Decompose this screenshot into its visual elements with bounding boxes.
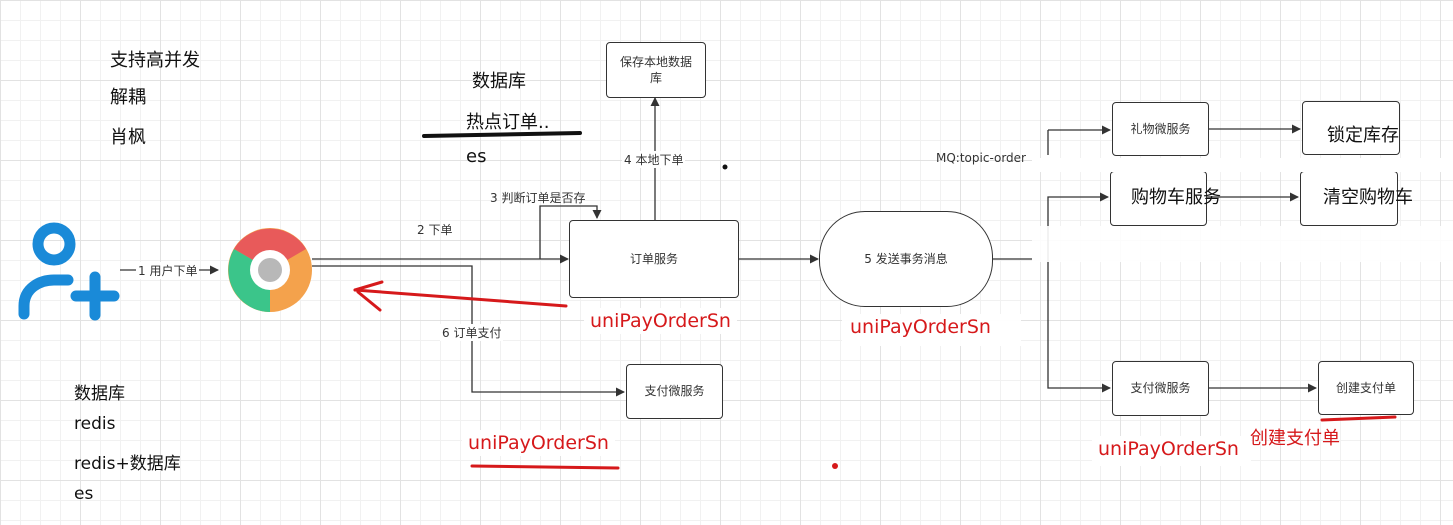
note-bl-db: 数据库 xyxy=(74,384,125,404)
label-order-pay: 6 订单支付 xyxy=(440,324,504,341)
white-patch xyxy=(1032,226,1453,262)
label-mq-topic: MQ:topic-order xyxy=(936,151,1026,165)
chrome-browser-icon xyxy=(226,226,314,314)
order-service-box: 订单服务 xyxy=(569,220,739,298)
label-place-order: 2 下单 xyxy=(417,223,453,237)
label-local-order: 4 本地下单 xyxy=(622,151,686,168)
red-dot xyxy=(832,463,838,469)
note-db-es: es xyxy=(466,146,487,167)
add-user-icon xyxy=(14,222,122,324)
gift-service-box: 礼物微服务 xyxy=(1112,102,1209,156)
cart-service-box: 购物车服务 xyxy=(1110,171,1221,226)
save-local-db-box: 保存本地数据库 xyxy=(606,42,706,98)
lock-stock-box: 锁定库存 xyxy=(1302,101,1400,155)
red-arrow-head-up xyxy=(353,280,384,292)
red-return-arrow xyxy=(353,288,568,308)
label-user-order: 1 用户下单 xyxy=(136,262,200,279)
red-label-bottom-mid: uniPayOrderSn xyxy=(462,430,615,456)
red-underline-bottom xyxy=(470,464,620,470)
note-bl-redis: redis xyxy=(74,414,116,434)
black-dot xyxy=(722,164,728,170)
note-decoupling: 解耦 xyxy=(110,87,146,108)
edge-check-exists xyxy=(539,205,602,259)
note-db-hot-orders: 热点订单.. xyxy=(466,112,550,133)
edge-to-pay xyxy=(1047,262,1111,393)
white-patch xyxy=(1032,158,1453,172)
pay-service-right-box: 支付微服务 xyxy=(1112,361,1209,416)
red-label-under-order: uniPayOrderSn xyxy=(584,308,737,334)
label-check-exists: 3 判断订单是否存 xyxy=(490,191,586,205)
note-high-concurrency: 支持高并发 xyxy=(110,50,200,71)
red-label-create-pay: 创建支付单 xyxy=(1250,428,1340,449)
red-label-under-message: uniPayOrderSn xyxy=(842,314,1021,346)
clear-cart-box: 清空购物车 xyxy=(1300,171,1413,226)
pay-service-left-box: 支付微服务 xyxy=(626,364,723,419)
red-underline-create-pay xyxy=(1320,415,1397,422)
note-author: 肖枫 xyxy=(110,127,146,148)
send-tx-message-box: 5 发送事务消息 xyxy=(819,211,993,307)
red-arrow-head-down xyxy=(356,290,382,312)
note-db-title: 数据库 xyxy=(472,71,526,92)
note-bl-es: es xyxy=(74,484,94,504)
note-bl-redis-db: redis+数据库 xyxy=(74,454,181,474)
red-label-bottom-right: uniPayOrderSn xyxy=(1092,436,1251,466)
create-pay-order-box: 创建支付单 xyxy=(1318,361,1414,415)
black-underline xyxy=(422,131,582,138)
